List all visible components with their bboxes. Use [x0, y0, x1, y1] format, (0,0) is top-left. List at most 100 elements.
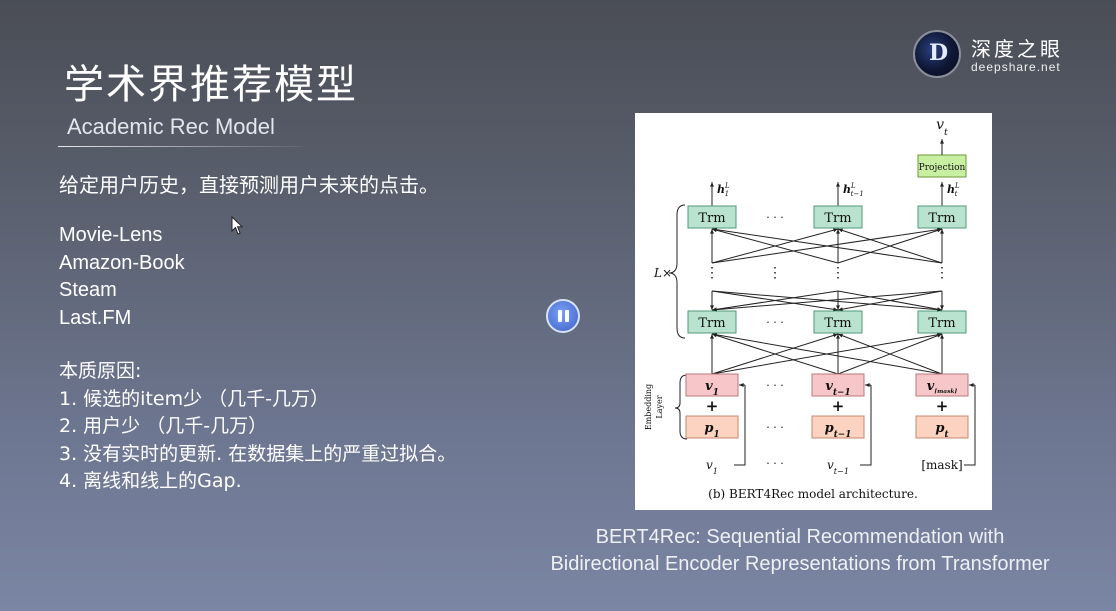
reason-item: 4. 离线和线上的Gap.: [59, 470, 242, 492]
eye-logo-icon: D: [913, 30, 961, 78]
item-embedding-box: [811, 373, 865, 397]
attention-connection-head: [940, 229, 944, 234]
trm-block: [813, 205, 863, 229]
attention-connection-head: [937, 307, 942, 312]
vertical-dots: ⋮: [935, 265, 949, 281]
trm-label: Trm: [928, 316, 955, 331]
item-embedding-label: v[mask]: [927, 379, 958, 395]
reference-line: Bidirectional Encoder Representations fr…: [550, 553, 1050, 575]
trm-block: [687, 205, 737, 229]
reason-item: 1. 候选的item少 （几千-几万）: [59, 387, 329, 410]
item-embedding-box: [915, 373, 969, 397]
attention-connection-head: [838, 333, 843, 338]
attention-connection-head: [833, 333, 838, 338]
slide-subtitle: Academic Rec Model: [67, 114, 275, 139]
projection-text: Projection: [919, 163, 966, 173]
position-embedding-box: [811, 415, 865, 439]
item-embedding-box: [685, 373, 739, 397]
attention-connection-head: [712, 332, 717, 337]
attention-connection: [711, 290, 943, 311]
lead-text: 给定用户历史，直接预测用户未来的点击。: [59, 173, 439, 197]
projection-arrow-head: [940, 139, 944, 144]
dataset-item: Amazon-Book: [59, 251, 185, 274]
position-embedding-label: p1: [704, 421, 719, 440]
trm-label: Trm: [824, 211, 851, 226]
reason-item: 2. 用户少 （几千-几万）: [59, 415, 268, 437]
paper-reference: BERT4Rec: Sequential Recommendation with…: [526, 524, 1074, 578]
item-embedding-label: v1: [705, 379, 719, 398]
trm-label: Trm: [928, 211, 955, 226]
attention-connection: [837, 228, 943, 264]
layers-bracket: [668, 204, 686, 339]
subtitle-divider: [58, 146, 303, 147]
vertical-dots: ⋮: [831, 265, 845, 281]
input-token-label: v1: [706, 458, 718, 476]
plus-sign: +: [832, 397, 845, 415]
input-lookup-line: [734, 385, 746, 466]
attention-connection-head: [836, 229, 840, 234]
reasons-list: 1. 候选的item少 （几千-几万） 2. 用户少 （几千-几万） 3. 没有…: [59, 386, 456, 496]
brand-name: 深度之眼: [971, 37, 1063, 61]
input-lookup-line: [860, 385, 872, 466]
ellipsis: · · ·: [766, 457, 783, 470]
dataset-list: Movie-Lens Amazon-Book Steam Last.FM: [59, 222, 185, 332]
pause-button[interactable]: [546, 299, 580, 333]
trm-block: [813, 310, 863, 334]
attention-connection: [711, 333, 943, 375]
hidden-arrow-head: [940, 182, 944, 187]
position-embedding-label: pt: [935, 421, 948, 440]
reason-item: 3. 没有实时的更新. 在数据集上的严重过拟合。: [59, 442, 457, 465]
attention-connection-head: [710, 334, 714, 339]
output-label: vt: [936, 117, 948, 138]
plus-sign: +: [936, 397, 949, 415]
hidden-arrow-head: [836, 182, 840, 187]
trm-label: Trm: [698, 211, 725, 226]
hidden-arrow-head: [710, 182, 714, 187]
ellipsis: · · ·: [766, 316, 783, 329]
item-embedding-label: vt−1: [825, 379, 850, 398]
attention-connection-head: [833, 228, 838, 233]
mouse-cursor-icon: [231, 216, 244, 235]
trm-block: [917, 205, 967, 229]
position-embedding-label: pt−1: [825, 421, 852, 440]
attention-connection: [711, 228, 839, 264]
trm-block: [917, 310, 967, 334]
attention-connection: [837, 333, 943, 375]
embedding-layer-label: Layer: [655, 395, 664, 418]
attention-connection-head: [940, 305, 944, 310]
attention-connection-head: [710, 229, 714, 234]
attention-connection: [711, 290, 839, 311]
attention-connection-head: [838, 307, 843, 312]
reference-line: BERT4Rec: Sequential Recommendation with: [595, 526, 1005, 548]
attention-connection-head: [838, 228, 843, 233]
ellipsis: · · ·: [766, 211, 783, 224]
embedding-bracket: [674, 374, 688, 440]
dataset-item: Movie-Lens: [59, 224, 163, 246]
layer-repeat-label: L×: [653, 266, 672, 280]
trm-label: Trm: [824, 316, 851, 331]
figure-caption: (b) BERT4Rec model architecture.: [708, 487, 918, 501]
position-embedding-box: [915, 415, 969, 439]
attention-connection-head: [937, 228, 942, 233]
reasons-section: 本质原因: 1. 候选的item少 （几千-几万） 2. 用户少 （几千-几万）…: [59, 358, 456, 496]
plus-sign: +: [706, 397, 719, 415]
vertical-dots: ⋮: [768, 265, 782, 281]
attention-connection-head: [836, 334, 840, 339]
attention-connection: [711, 333, 839, 375]
ellipsis: · · ·: [766, 421, 783, 434]
slide-title: 学术界推荐模型: [64, 62, 358, 108]
reasons-heading: 本质原因:: [59, 360, 142, 382]
position-embedding-box: [685, 415, 739, 439]
embedding-layer-label: Embedding: [644, 384, 653, 430]
attention-connection: [837, 290, 943, 311]
input-lookup-arrow-head: [969, 383, 974, 387]
attention-connection-head: [710, 305, 714, 310]
ellipsis: · · ·: [766, 379, 783, 392]
attention-connection-head: [833, 307, 838, 312]
trm-label: Trm: [698, 316, 725, 331]
vertical-dots: ⋮: [705, 265, 719, 281]
